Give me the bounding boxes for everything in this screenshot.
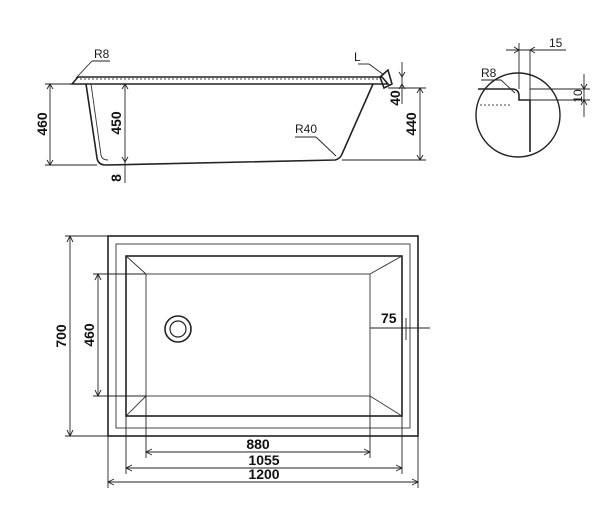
plan-height-700: 700 [53, 324, 69, 348]
side-r40-label: R40 [295, 122, 317, 136]
side-l-label: L [354, 50, 361, 64]
side-height-460: 460 [34, 112, 50, 136]
side-r8-label: R8 [94, 47, 110, 61]
tub-rim [70, 76, 390, 85]
tub-inner-rim [115, 243, 411, 429]
side-height-440: 440 [403, 112, 419, 136]
rim-flange [379, 68, 393, 90]
detail-dim-15: 15 [549, 36, 563, 50]
side-height-450: 450 [108, 111, 124, 135]
detail-circle [475, 72, 561, 158]
tub-outer-rim [107, 235, 419, 437]
tub-floor [145, 273, 371, 397]
tub-body-outline [85, 83, 374, 166]
tub-inner-line [90, 83, 109, 161]
plan-dim-75: 75 [381, 310, 397, 326]
plan-width-1200: 1200 [248, 466, 279, 482]
side-dim-8: 8 [108, 174, 124, 182]
detail-r8-label: R8 [481, 66, 497, 80]
drain-outlet [164, 315, 192, 343]
side-view: 460 450 8 440 40 R8 L R40 [34, 47, 426, 183]
tub-basin [125, 255, 403, 417]
plan-height-460: 460 [81, 323, 97, 347]
side-dim-40: 40 [387, 90, 403, 106]
plan-width-880: 880 [246, 436, 270, 452]
plan-width-1055: 1055 [248, 452, 279, 468]
detail-dim-10: 10 [571, 89, 585, 103]
detail-view: 15 10 R8 [475, 36, 590, 158]
plan-view: 75 700 460 880 1055 1200 [53, 234, 430, 488]
